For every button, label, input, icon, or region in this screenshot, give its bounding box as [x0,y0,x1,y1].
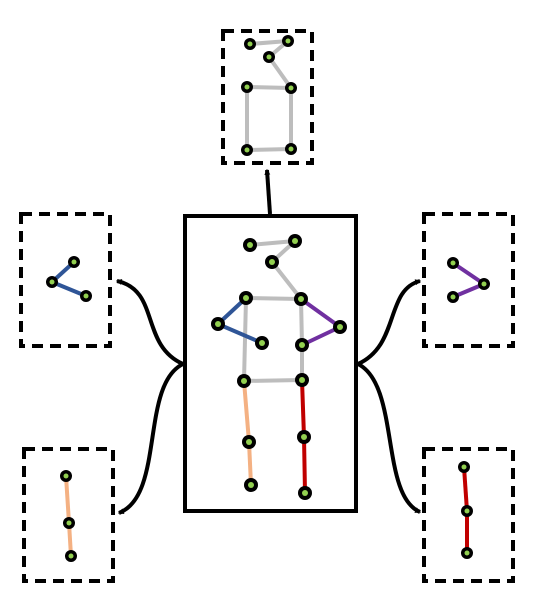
joint-center [247,242,253,248]
joint-center [299,377,305,383]
arrow-to-top [264,168,272,215]
joint-center [464,508,470,514]
joint-center [259,340,265,346]
joint-center [285,38,291,44]
joint-center [298,296,304,302]
joint-center [244,84,250,90]
joint-center [292,238,298,244]
joint-center [288,85,294,91]
joint-center [450,260,456,266]
center-panel-frame [183,214,358,513]
joint-center [337,324,343,330]
joint-center [450,294,456,300]
panel-frames [19,29,515,583]
joint-center [461,464,467,470]
joint-center [464,550,470,556]
upper-right-panel-frame [422,212,515,348]
arrow-to-upper-left [115,279,184,366]
joint-center [302,490,308,496]
lower-left-leg-bones [64,474,73,558]
center-left-leg-bones [300,378,307,495]
upper-right-arm-bones [451,261,486,299]
joint-center [49,279,55,285]
arrows [115,168,422,515]
arrow-to-lower-left [117,362,185,515]
joint-center [266,54,272,60]
joint-center [83,293,89,299]
joint-center [66,520,72,526]
bones [50,39,486,558]
center-left-arm-bones [299,297,342,347]
top-panel-frame [221,29,314,165]
joints [46,35,490,562]
joint-center [68,553,74,559]
joint-center [288,146,294,152]
joint-center [63,473,69,479]
lower-right-leg-bones [462,465,469,555]
lower-left-panel-frame [22,447,115,583]
lower-right-panel-frame [422,447,515,583]
joint-center [248,482,254,488]
joint-center [243,295,249,301]
joint-center [301,434,307,440]
center-right-arm-bones [216,296,264,345]
joint-center [71,259,77,265]
arrow-to-upper-right [357,279,422,366]
joint-center [241,378,247,384]
center-right-leg-bones [242,379,253,487]
joint-center [481,281,487,287]
joint-center [269,259,275,265]
arrow-to-lower-right [356,362,422,514]
joint-center [247,41,253,47]
joint-center [244,147,250,153]
upper-left-panel-frame [19,212,112,348]
joint-center [215,321,221,327]
joint-center [299,342,305,348]
joint-center [246,439,252,445]
